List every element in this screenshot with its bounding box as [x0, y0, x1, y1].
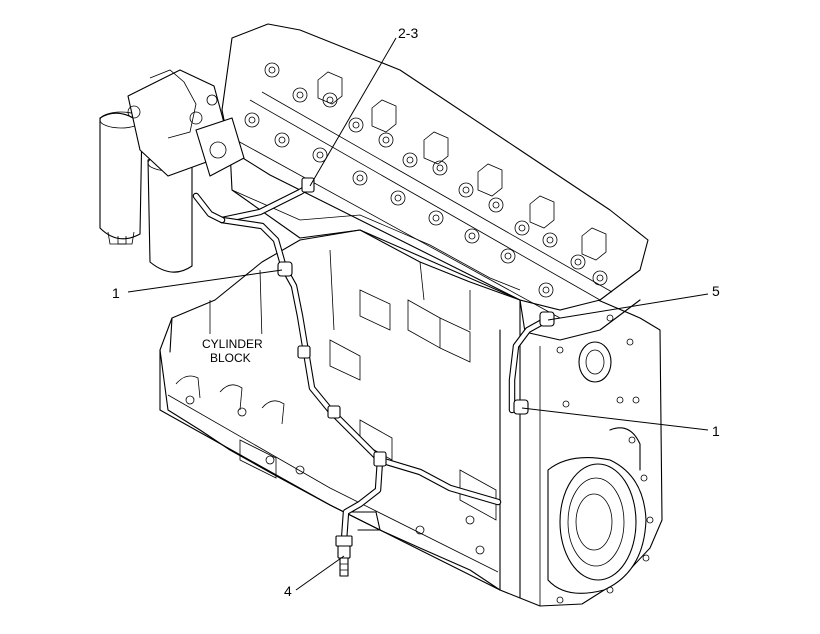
annotation-line-2: BLOCK — [210, 351, 251, 365]
flywheel-housing — [547, 314, 654, 604]
callout-label: 2-3 — [398, 25, 418, 41]
annotation-line-1: CYLINDER — [202, 337, 263, 351]
fuel-line-5 — [508, 316, 550, 414]
fittings — [277, 177, 555, 577]
cylinder-block-annotation: CYLINDER BLOCK — [196, 334, 270, 368]
callout-5: 5 — [547, 283, 720, 321]
callout-label: 1 — [112, 285, 120, 301]
fuel-line-4 — [340, 456, 384, 544]
callout-1-right: 1 — [521, 407, 720, 439]
callout-label: 1 — [712, 423, 720, 439]
callout-label: 4 — [284, 583, 292, 599]
callout-4: 4 — [284, 555, 345, 599]
callout-1-left: 1 — [112, 269, 283, 301]
fuel-filter-assembly — [99, 69, 245, 273]
head-bolt-array — [235, 62, 613, 319]
callout-2-3: 2-3 — [309, 25, 418, 187]
callout-label: 5 — [712, 283, 720, 299]
